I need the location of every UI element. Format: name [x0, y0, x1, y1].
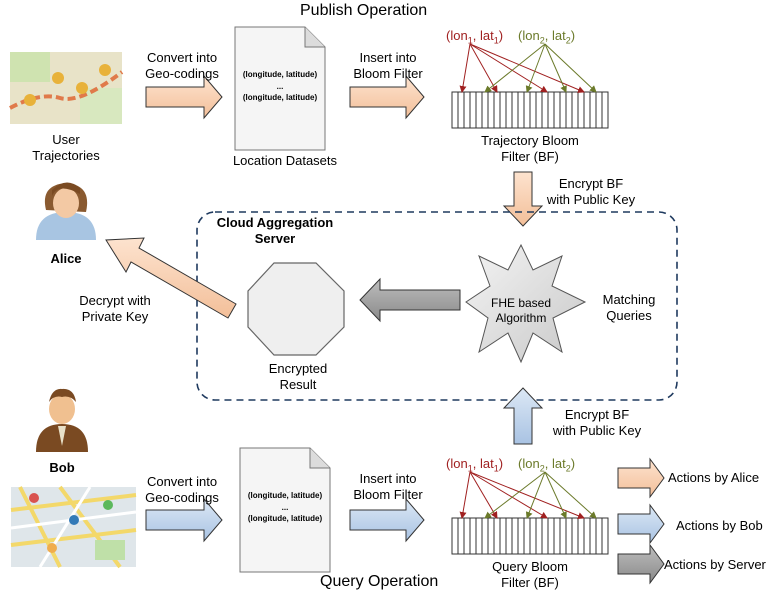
cloud-server-box [196, 211, 678, 401]
query-encrypt-label: Encrypt BF with Public Key [552, 407, 642, 438]
alice-avatar [36, 182, 96, 240]
query-title: Query Operation [320, 573, 439, 590]
fhe-algorithm-label: FHE based Algorithm [490, 296, 552, 325]
publish-doc-line2: (longitude, latitude) [242, 93, 318, 102]
bob-avatar [36, 388, 88, 452]
query-document [239, 447, 331, 573]
legend-server-arrow [617, 543, 665, 585]
legend-bob-arrow [617, 503, 665, 545]
alice-label: Alice [50, 251, 82, 266]
query-arrow-2 [349, 497, 425, 543]
query-doc-line2: (longitude, latitude) [247, 514, 323, 523]
publish-hash-arrows [459, 43, 597, 93]
publish-arrow-2 [349, 74, 425, 120]
query-step1-label: Convert into Geo-codings [145, 474, 219, 505]
query-hash-label-1: (lon1, lat1) [446, 456, 504, 474]
query-doc-dots: ... [281, 503, 289, 512]
query-arrow-1 [145, 497, 223, 543]
encrypt-arrow-up [502, 387, 544, 445]
publish-hash-label-1: (lon1, lat1) [446, 28, 504, 46]
query-hash-arrows [459, 471, 597, 520]
publish-arrow-1 [145, 74, 223, 120]
encrypted-result-label: Encrypted Result [268, 361, 328, 392]
user-trajectories-label: User Trajectories [32, 132, 100, 163]
trajectory-bf-label: Trajectory Bloom Filter (BF) [481, 133, 579, 164]
decrypt-arrow [105, 237, 237, 319]
cloud-server-title: Cloud Aggregation Server [216, 215, 334, 246]
query-doc-line1: (longitude, latitude) [247, 491, 323, 500]
publish-bloom-filter [451, 91, 609, 129]
legend-alice-arrow [617, 457, 665, 499]
publish-encrypt-label: Encrypt BF with Public Key [546, 176, 636, 207]
trajectory-map-icon [9, 52, 124, 124]
query-bloom-filter [451, 517, 609, 555]
publish-hash-label-2: (lon2, lat2) [518, 28, 576, 46]
publish-doc-line1: (longitude, latitude) [242, 70, 318, 79]
publish-step2-label: Insert into Bloom Filter [353, 50, 423, 81]
publish-step1-label: Convert into Geo-codings [145, 50, 219, 81]
publish-document [234, 26, 326, 151]
publish-doc-dots: ... [276, 82, 284, 91]
query-bf-label: Query Bloom Filter (BF) [492, 559, 568, 590]
server-arrow-left [359, 277, 461, 323]
matching-queries-label: Matching Queries [602, 292, 656, 323]
legend-alice-label: Actions by Alice [668, 470, 760, 485]
encrypted-result-octagon [247, 262, 345, 356]
legend-bob-label: Actions by Bob [676, 518, 763, 533]
bob-label: Bob [49, 460, 75, 475]
fhe-star [465, 243, 587, 364]
legend-server-label: Actions by Server [664, 557, 766, 572]
query-step2-label: Insert into Bloom Filter [353, 471, 423, 502]
query-hash-label-2: (lon2, lat2) [518, 456, 576, 474]
publish-title: Publish Operation [300, 2, 428, 19]
query-map-icon [10, 485, 137, 569]
decrypt-label: Decrypt with Private Key [79, 293, 151, 324]
location-datasets-label: Location Datasets [232, 153, 338, 168]
